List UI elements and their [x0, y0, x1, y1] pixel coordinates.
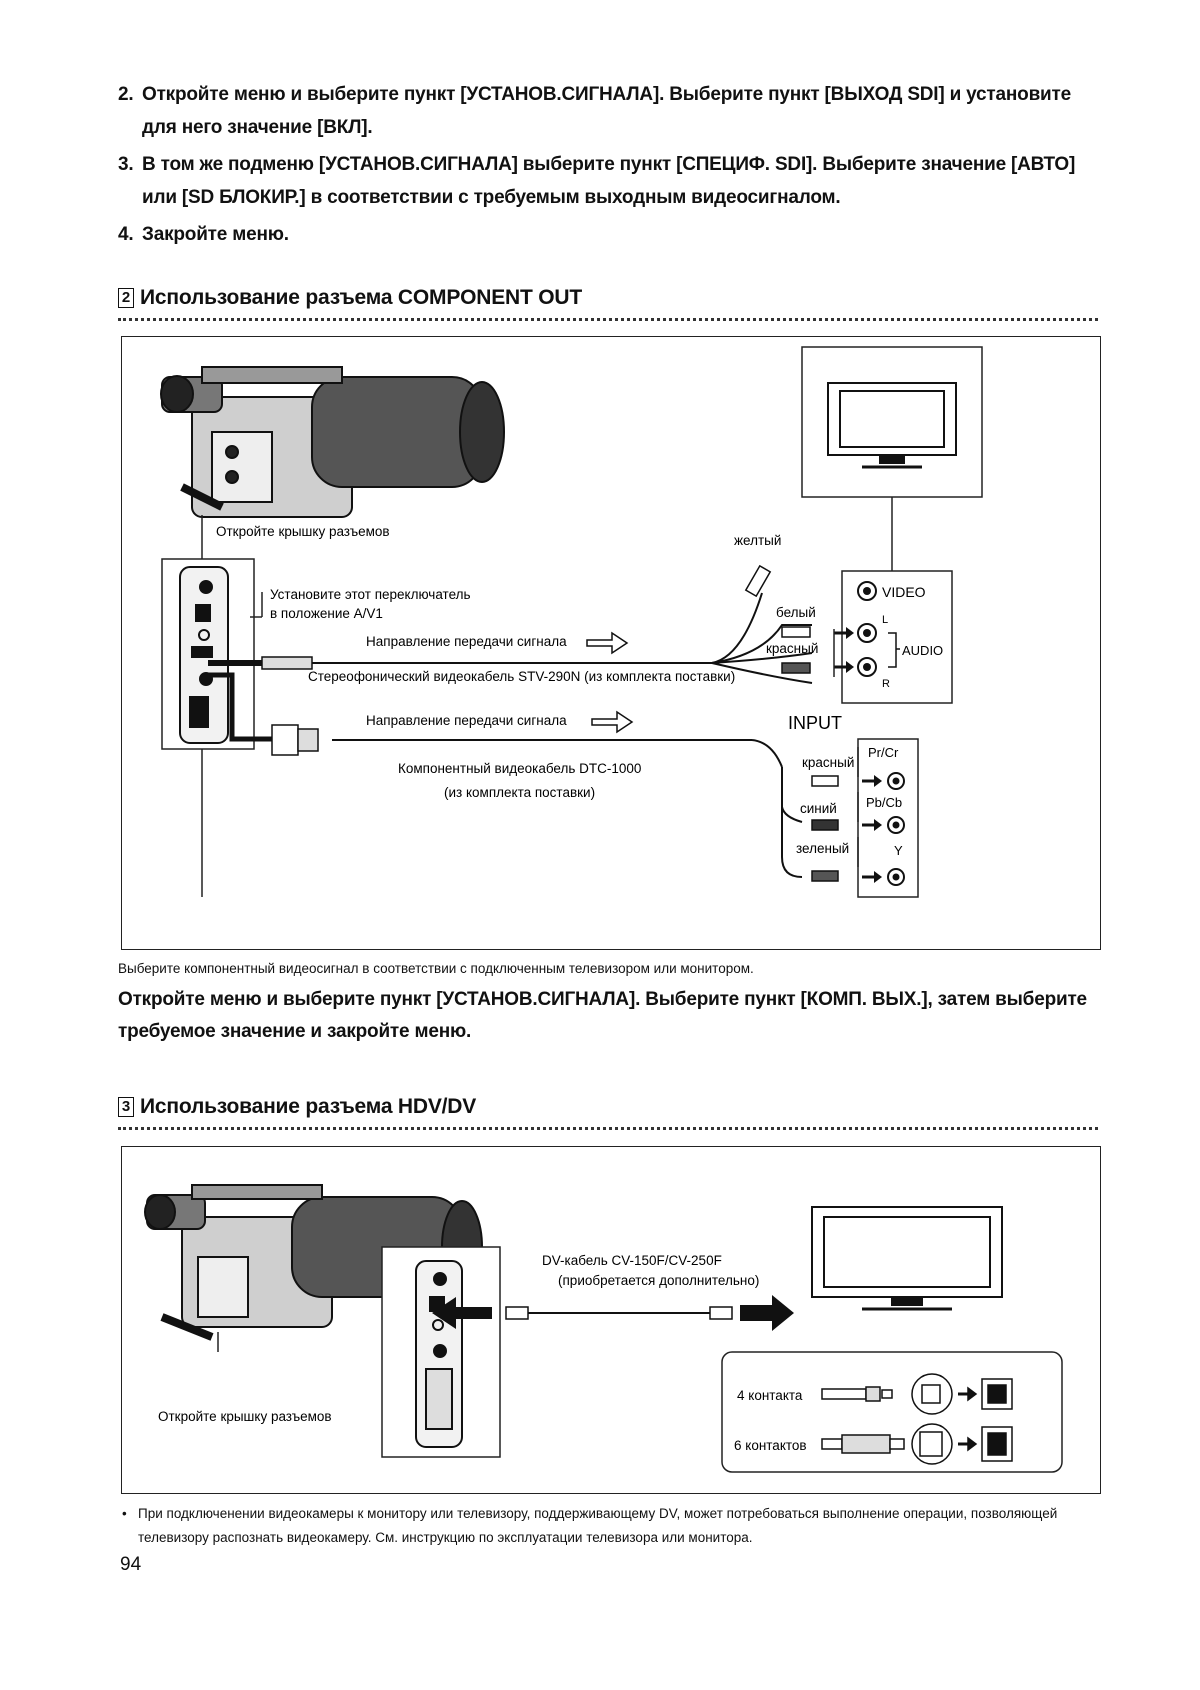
pins-4-label: 4 контакта [737, 1388, 803, 1403]
video-label: VIDEO [882, 584, 926, 600]
section-number-box: 2 [118, 288, 134, 308]
hdv-dv-diagram: Откройте крышку разъемов DV-кабель CV-15… [121, 1146, 1101, 1494]
right-arrow-icon [740, 1295, 794, 1331]
component-cable-label-1: Компонентный видеокабель DTC-1000 [398, 761, 641, 776]
jack-icon [857, 581, 877, 677]
left-channel-label: L [882, 614, 888, 626]
step-number: 2. [118, 84, 134, 105]
dotted-divider [118, 1127, 1098, 1130]
yellow-plug-icon [744, 564, 772, 598]
yellow-label: желтый [734, 533, 781, 548]
step-number: 4. [118, 224, 134, 245]
green-component-plug-icon [811, 870, 882, 883]
hollow-arrow-icon [591, 710, 634, 734]
pins-6-label: 6 контактов [734, 1438, 807, 1453]
switch-label-line2: в положение A/V1 [270, 606, 383, 621]
jack-panel-icon [179, 566, 229, 744]
connector-types-box [721, 1351, 1063, 1473]
pr-cr-label: Pr/Cr [868, 745, 899, 760]
left-arrow-icon [432, 1297, 492, 1329]
open-cover-label: Откройте крышку разъемов [158, 1409, 332, 1424]
dv-cable-label-1: DV-кабель CV-150F/CV-250F [542, 1253, 722, 1268]
plug-4pin-icon [821, 1373, 1013, 1415]
component-out-diagram: Откройте крышку разъемов Установите этот… [121, 336, 1101, 950]
step-2: 2. Откройте меню и выберите пункт [УСТАН… [118, 78, 1098, 144]
section-number-box: 3 [118, 1097, 134, 1117]
input-label: INPUT [788, 713, 842, 733]
dotted-divider [118, 318, 1098, 321]
audio-label: AUDIO [902, 643, 943, 658]
pb-cb-label: Pb/Cb [866, 795, 902, 810]
red-label-audio: красный [766, 641, 818, 656]
step-4: 4. Закройте меню. [118, 218, 1098, 251]
component-input-panel [857, 738, 919, 898]
jack-panel-icon [415, 1260, 463, 1448]
red-plug-icon [781, 661, 854, 674]
component-cable-label-2: (из комплекта поставки) [444, 785, 595, 800]
tv-icon [811, 1206, 1003, 1311]
green-label: зеленый [796, 841, 849, 856]
dv-cable-label-2: (приобретается дополнительно) [558, 1273, 759, 1288]
bullet-note-text: При подключенении видеокамеры к монитору… [138, 1506, 1058, 1545]
red-label-component: красный [802, 755, 854, 770]
bullet-icon: • [122, 1506, 127, 1521]
open-cover-label: Откройте крышку разъемов [216, 524, 390, 539]
bullet-note: • При подключенении видеокамеры к монито… [118, 1502, 1103, 1550]
signal-direction-label-2: Направление передачи сигнала [366, 713, 567, 728]
tv-icon [827, 382, 957, 469]
signal-direction-label-1: Направление передачи сигнала [366, 634, 567, 649]
component-cable [208, 672, 803, 878]
step-text: В том же подменю [УСТАНОВ.СИГНАЛА] выбер… [142, 154, 1076, 208]
right-channel-label: R [882, 678, 890, 690]
y-label: Y [894, 843, 903, 858]
hdv-diagram-svg: Откройте крышку разъемов DV-кабель CV-15… [144, 1184, 1063, 1473]
section-2-title: 2 Использование разъема COMPONENT OUT [118, 286, 582, 310]
dv-cable [505, 1306, 733, 1320]
camcorder-icon [160, 366, 505, 518]
hollow-arrow-icon [586, 631, 629, 655]
white-label: белый [776, 605, 816, 620]
step-3: 3. В том же подменю [УСТАНОВ.СИГНАЛА] вы… [118, 148, 1098, 214]
stereo-cable-label: Стереофонический видеокабель STV-290N (и… [308, 669, 735, 684]
red-component-plug-icon [811, 775, 882, 787]
section-3-title: 3 Использование разъема HDV/DV [118, 1095, 476, 1119]
section-title-text: Использование разъема HDV/DV [140, 1095, 477, 1118]
step-text: Откройте меню и выберите пункт [УСТАНОВ.… [142, 84, 1071, 138]
white-plug-icon [781, 626, 854, 639]
blue-component-plug-icon [811, 819, 882, 831]
stereo-cable [208, 592, 813, 684]
steps-list: 2. Откройте меню и выберите пункт [УСТАН… [118, 78, 1098, 251]
section-2-instruction: Откройте меню и выберите пункт [УСТАНОВ.… [118, 989, 1087, 1042]
switch-label-line1: Установите этот переключатель [270, 587, 471, 602]
page-number: 94 [120, 1554, 142, 1575]
section-title-text: Использование разъема COMPONENT OUT [140, 286, 582, 309]
component-diagram-svg: Откройте крышку разъемов Установите этот… [160, 346, 983, 898]
plug-6pin-icon [821, 1423, 1013, 1465]
blue-label: синий [800, 801, 837, 816]
component-jack-icon [887, 772, 905, 886]
step-number: 3. [118, 154, 134, 175]
step-text: Закройте меню. [142, 224, 289, 245]
section-2-caption: Выберите компонентный видеосигнал в соот… [118, 961, 754, 976]
